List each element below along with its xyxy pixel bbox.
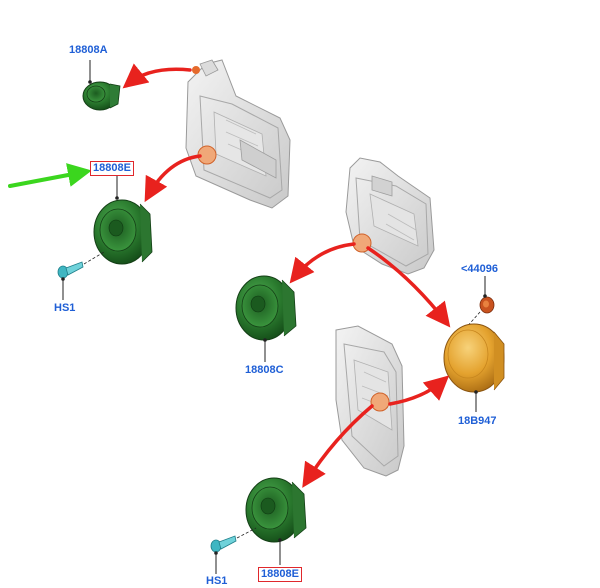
red-arrow-icon <box>122 63 451 488</box>
red-arrow-icon <box>122 63 192 89</box>
leader-dot <box>115 196 119 200</box>
tweeter-18808a <box>82 81 121 111</box>
label-screw-hs1-lower: HS1 <box>206 575 228 587</box>
lower-speaker-mount-point <box>370 392 390 412</box>
red-arrow-icon <box>289 242 356 284</box>
label-clip-44096: <44096 <box>461 263 499 275</box>
front-speaker-18808e <box>93 199 153 265</box>
leader-dot <box>61 277 65 281</box>
lower-speaker-18808e <box>245 477 307 543</box>
leader-dot <box>483 294 487 298</box>
leader-dot <box>474 390 478 394</box>
red-arrow-icon <box>302 404 374 488</box>
lower-door-trim-panel <box>335 325 405 477</box>
leader-dot <box>214 551 218 555</box>
label-speaker-front-18808e: 18808E <box>90 161 134 176</box>
screw-axis-line <box>83 251 105 265</box>
label-speaker-rear-18808c: 18808C <box>245 364 284 376</box>
label-cover-18b947: 18B947 <box>458 415 497 427</box>
red-arrow-icon <box>144 154 202 203</box>
screw-hs1-lower <box>210 535 237 553</box>
label-screw-hs1-upper: HS1 <box>54 302 76 314</box>
leader-dot <box>88 80 92 84</box>
leader-dot <box>278 538 282 542</box>
screw-axis-line <box>236 527 257 539</box>
label-tweeter-18808a: 18808A <box>69 44 108 56</box>
front-door-trim-panel <box>185 59 291 209</box>
speaker-cover-18b947 <box>443 323 505 393</box>
rear-door-trim-panel <box>345 157 435 275</box>
green-arrow-icon <box>8 163 92 188</box>
tweeter-mount-point <box>192 66 200 74</box>
screw-hs1-upper <box>57 261 84 279</box>
leader-dot <box>263 338 267 342</box>
rear-speaker-18808c <box>235 275 297 341</box>
clip-44096 <box>479 296 495 314</box>
red-arrow-icon <box>388 375 450 406</box>
red-arrow-icon <box>366 246 451 328</box>
label-speaker-lower-18808e: 18808E <box>258 567 302 582</box>
